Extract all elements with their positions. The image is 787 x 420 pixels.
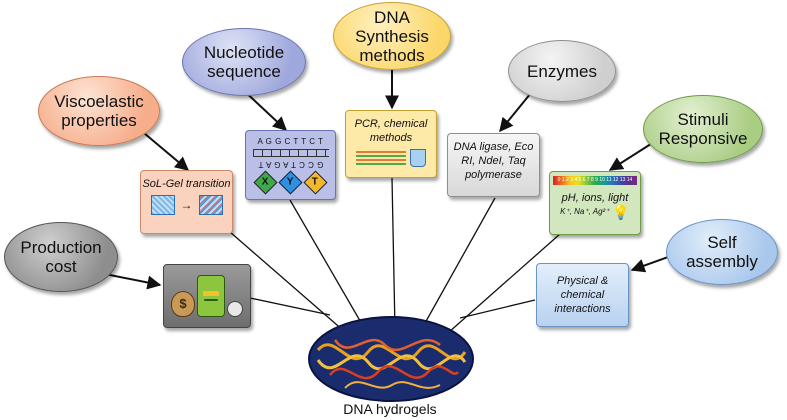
solgel-transition-icon: →: [150, 195, 223, 215]
arrow-stimuli: [608, 141, 655, 171]
detail-synthesis-text: PCR, chemical methods: [354, 118, 428, 144]
factor-viscoelastic-label: Viscoelastic properties: [54, 92, 144, 130]
detail-self-assembly: Physical & chemical interactions: [536, 263, 629, 327]
detail-enzymes-text: DNA ligase, Eco RI, NdeI, Taq polymerase: [453, 141, 534, 181]
detail-self-assembly-text: Physical & chemical interactions: [554, 275, 611, 315]
arrow-viscoelastic: [137, 127, 190, 171]
light-bulb-icon: 💡: [612, 204, 630, 220]
money-bag-icon: $: [171, 275, 243, 317]
factor-viscoelastic: Viscoelastic properties: [38, 76, 160, 146]
ph-scale-ticks: 0 1 2 3 4 5 6 7 8 9 10 11 12 13 14: [557, 177, 633, 183]
factor-enzymes: Enzymes: [508, 40, 616, 102]
factor-self-assembly: Self assembly: [666, 219, 778, 285]
detail-stimuli-ions: K⁺, Na⁺, Ag²⁺: [560, 207, 610, 216]
helix-icon: [252, 149, 329, 157]
ph-scale-bar: 0 1 2 3 4 5 6 7 8 9 10 11 12 13 14: [553, 176, 637, 185]
factor-enzymes-label: Enzymes: [527, 61, 597, 81]
detail-production: $: [163, 264, 251, 328]
spokes: [229, 177, 561, 346]
dna-hydrogel-image: [308, 316, 474, 402]
factor-stimuli: Stimuli Responsive: [643, 95, 763, 163]
detail-solgel-text: SoL-Gel transition: [142, 178, 231, 190]
center-label: DNA hydrogels: [343, 401, 437, 417]
sequence-bottom: G C C T A G A T: [257, 160, 324, 169]
factor-self-assembly-label: Self assembly: [686, 233, 758, 271]
factor-nucleotide-label: Nucleotide sequence: [203, 43, 285, 81]
base-t-icon: T: [303, 170, 328, 195]
factor-synthesis-label: DNA Synthesis methods: [355, 7, 429, 65]
detail-enzymes: DNA ligase, Eco RI, NdeI, Taq polymerase: [447, 133, 540, 197]
detail-solgel: SoL-Gel transition →: [140, 170, 233, 234]
base-x-icon: X: [253, 170, 278, 195]
detail-stimuli: 0 1 2 3 4 5 6 7 8 9 10 11 12 13 14 pH, i…: [549, 171, 641, 235]
factor-synthesis: DNA Synthesis methods: [333, 2, 451, 70]
detail-synthesis: PCR, chemical methods: [345, 110, 437, 178]
detail-nucleotide: A G G C T T C T G C C T A G A T X Y T: [245, 130, 336, 200]
factor-production: Production cost: [4, 222, 118, 292]
base-y-icon: Y: [278, 170, 303, 195]
detail-stimuli-text: pH, ions, light: [561, 192, 629, 204]
factor-production-label: Production cost: [20, 238, 102, 276]
sequence-top: A G G C T T C T: [257, 137, 324, 146]
factor-stimuli-label: Stimuli Responsive: [658, 110, 748, 148]
factor-nucleotide: Nucleotide sequence: [182, 28, 306, 96]
pcr-icon: [356, 149, 426, 167]
